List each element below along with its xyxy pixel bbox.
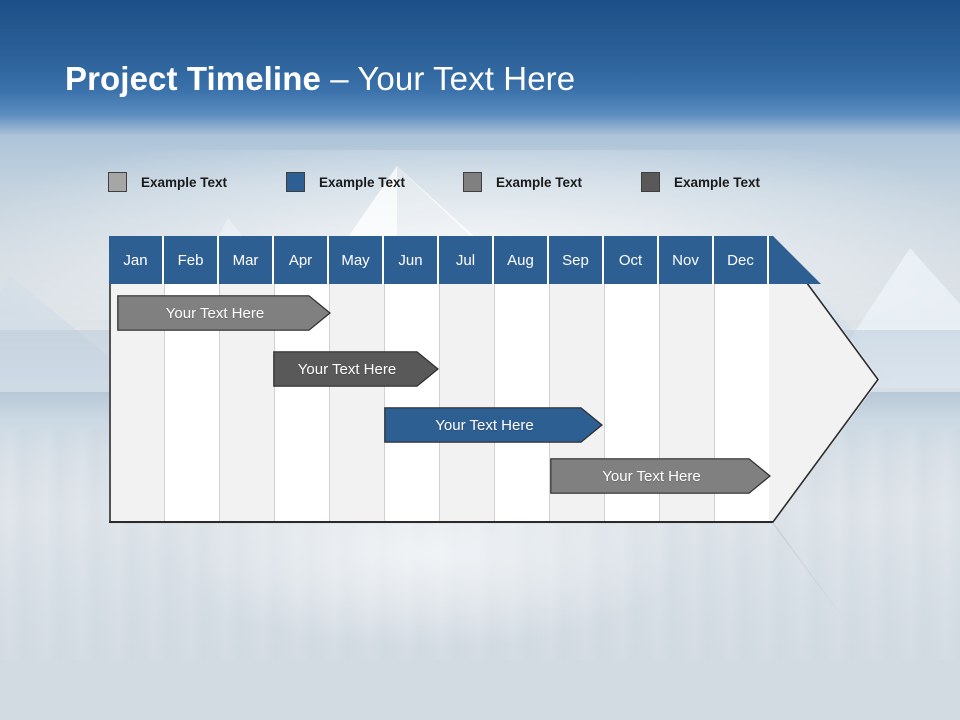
timeline-month-cell-jun[interactable]: Jun (384, 236, 439, 284)
timeline-month-cell-nov[interactable]: Nov (659, 236, 714, 284)
legend-item-3[interactable]: Example Text (463, 168, 582, 196)
timeline-header-arrow-cap (769, 236, 821, 284)
legend-swatch-icon-3 (463, 172, 482, 192)
timeline-month-header-tail (769, 236, 773, 284)
timeline-column-divider (494, 260, 495, 523)
timeline-month-cell-jul[interactable]: Jul (439, 236, 494, 284)
legend-label-3: Example Text (496, 174, 583, 190)
timeline-month-cell-may[interactable]: May (329, 236, 384, 284)
timeline-month-cell-aug[interactable]: Aug (494, 236, 549, 284)
legend-swatch-icon-2 (286, 172, 305, 192)
legend-swatch-icon-1 (108, 172, 127, 192)
timeline-task-bar-3[interactable]: Your Text Here (384, 407, 603, 443)
legend-label-4: Example Text (674, 174, 761, 190)
timeline-column-divider (384, 260, 385, 523)
legend-item-4[interactable]: Example Text (641, 168, 760, 196)
timeline-month-cell-dec[interactable]: Dec (714, 236, 769, 284)
timeline-task-bar-label-4: Your Text Here (602, 467, 701, 485)
legend-swatch-icon-4 (641, 172, 660, 192)
timeline-task-bar-label-2: Your Text Here (297, 360, 397, 378)
page-title-strong: Project Timeline (65, 60, 321, 97)
page-title-rest: Your Text Here (357, 60, 576, 97)
timeline-month-cell-apr[interactable]: Apr (274, 236, 329, 284)
timeline-column-divider (439, 260, 440, 523)
legend-item-2[interactable]: Example Text (286, 168, 405, 196)
timeline-month-cell-feb[interactable]: Feb (164, 236, 219, 284)
timeline-task-bar-label-3: Your Text Here (435, 416, 534, 434)
timeline-baseline (109, 521, 773, 523)
timeline-task-bar-1[interactable]: Your Text Here (117, 295, 331, 331)
timeline-task-bar-shape-icon-2 (273, 351, 439, 387)
timeline-task-bar-shape-icon-1 (117, 295, 331, 331)
timeline-month-cell-mar[interactable]: Mar (219, 236, 274, 284)
page-title: Project Timeline – Your Text Here (65, 57, 575, 101)
timeline-month-cell-sep[interactable]: Sep (549, 236, 604, 284)
timeline-month-cell-oct[interactable]: Oct (604, 236, 659, 284)
legend: Example Text Example Text Example Text E… (108, 168, 828, 196)
timeline-task-bar-2[interactable]: Your Text Here (273, 351, 439, 387)
timeline-task-bar-shape-icon-3 (384, 407, 603, 443)
legend-label-1: Example Text (141, 174, 228, 190)
timeline-task-bar-shape-icon-4 (550, 458, 771, 494)
timeline-task-bar-4[interactable]: Your Text Here (550, 458, 771, 494)
timeline-task-bar-label-1: Your Text Here (165, 304, 265, 322)
legend-label-2: Example Text (319, 174, 406, 190)
page-title-separator: – (320, 60, 358, 97)
title-band (0, 0, 960, 136)
legend-item-1[interactable]: Example Text (108, 168, 227, 196)
timeline-month-cell-jan[interactable]: Jan (109, 236, 164, 284)
